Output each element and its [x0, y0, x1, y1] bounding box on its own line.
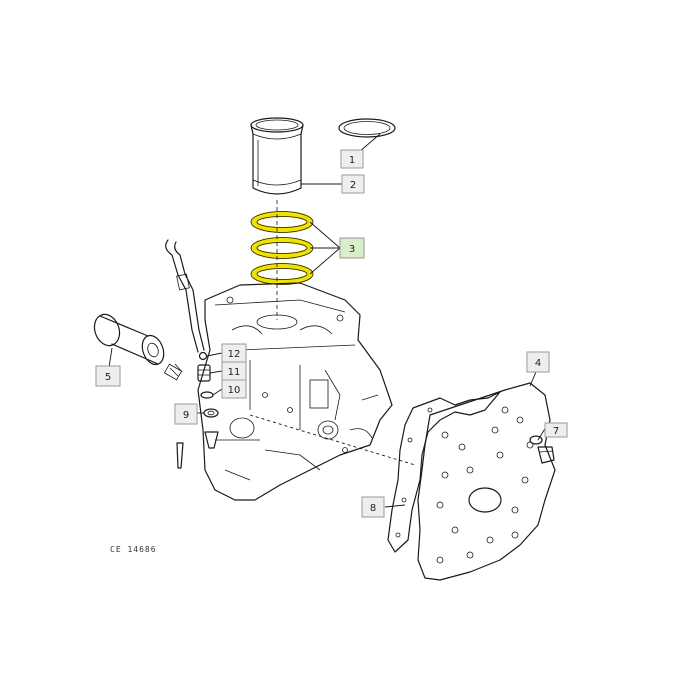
- leader-lines: [107, 133, 547, 508]
- o-ring-top-part: [338, 118, 396, 138]
- dipstick-tube: [165, 239, 205, 353]
- cylinder-liner-part: [250, 117, 304, 195]
- callout-12: 12: [221, 343, 247, 363]
- front-plate-part: [417, 382, 556, 581]
- fitting-12-part: [198, 351, 208, 361]
- callout-2-label: 2: [350, 180, 356, 191]
- callout-3: 3: [339, 237, 365, 259]
- seal-ring-middle: [250, 237, 314, 259]
- callout-3-label: 3: [349, 244, 355, 255]
- seal-ring-upper: [250, 211, 314, 233]
- drawing-reference: CE 14686: [110, 545, 157, 554]
- callout-10-label: 10: [228, 385, 241, 396]
- callout-5: 5: [95, 365, 121, 387]
- callout-4: 4: [526, 351, 550, 373]
- gasket-part: [387, 391, 501, 553]
- callout-11-label: 11: [228, 367, 241, 378]
- callout-7-label: 7: [553, 426, 559, 437]
- callout-10: 10: [221, 379, 247, 399]
- callout-11: 11: [221, 361, 247, 381]
- callout-8: 8: [361, 496, 385, 518]
- callout-1: 1: [340, 149, 364, 169]
- bolt-7-part: [529, 435, 555, 464]
- callout-5-label: 5: [105, 372, 111, 383]
- callout-4-label: 4: [535, 358, 541, 369]
- callout-1-label: 1: [349, 155, 355, 166]
- oil-filter-part: [93, 313, 183, 381]
- washer-9-part: [203, 408, 219, 418]
- fitting-11-part: [197, 364, 211, 382]
- callout-7: 7: [544, 422, 568, 438]
- callout-8-label: 8: [370, 503, 376, 514]
- callout-9: 9: [174, 403, 198, 425]
- seal-ring-lower: [250, 263, 314, 285]
- engine-block: [197, 282, 393, 501]
- drain-plug-part: [176, 431, 219, 469]
- callout-12-label: 12: [228, 349, 241, 360]
- callout-9-label: 9: [183, 410, 189, 421]
- callout-2: 2: [341, 174, 365, 194]
- washer-10-part: [200, 391, 214, 399]
